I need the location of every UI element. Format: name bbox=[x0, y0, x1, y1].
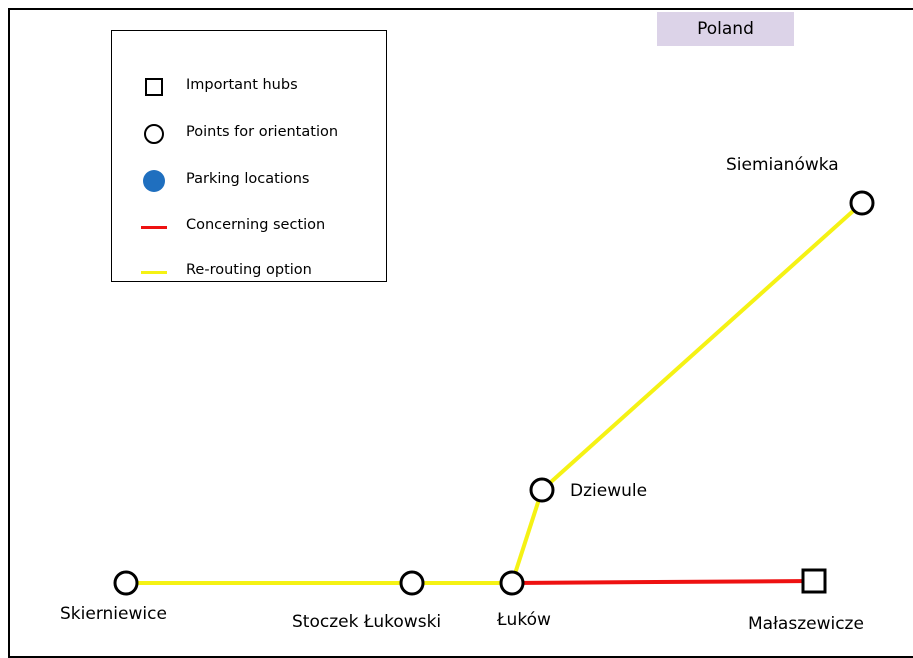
legend-label: Important hubs bbox=[186, 77, 298, 93]
legend-label: Parking locations bbox=[186, 171, 310, 187]
concerning-line-icon bbox=[140, 215, 168, 239]
country-label: Poland bbox=[657, 12, 794, 46]
route-re-routing-lukow-dziewule bbox=[510, 489, 544, 584]
hub-square-icon bbox=[140, 75, 168, 99]
legend-item-concerning: Concerning section bbox=[112, 215, 386, 239]
legend-item-parking: Parking locations bbox=[112, 169, 386, 193]
legend-label: Re-routing option bbox=[186, 262, 312, 278]
station-circle-icon-dziewule bbox=[529, 477, 555, 503]
station-label-skierniewice: Skierniewice bbox=[60, 604, 167, 624]
legend-label: Concerning section bbox=[186, 217, 326, 233]
station-circle-icon-stoczek bbox=[399, 570, 425, 596]
rerouting-line-icon bbox=[140, 260, 168, 284]
station-label-siemianowka: Siemianówka bbox=[726, 155, 839, 175]
station-label-malaszewicze: Małaszewicze bbox=[748, 614, 864, 634]
legend: Important hubs Points for orientation Pa… bbox=[111, 30, 387, 282]
route-re-routing-dziewule-siemianowka bbox=[540, 201, 864, 492]
route-concerning-lukow-malaszewicze bbox=[511, 579, 815, 585]
station-circle-icon-skierniewice bbox=[113, 570, 139, 596]
legend-item-hubs: Important hubs bbox=[112, 75, 386, 99]
station-circle-icon-lukow bbox=[499, 570, 525, 596]
rail-diagram bbox=[113, 190, 875, 596]
legend-label: Points for orientation bbox=[186, 124, 339, 140]
station-label-dziewule: Dziewule bbox=[570, 481, 648, 501]
legend-item-rerouting: Re-routing option bbox=[112, 260, 386, 284]
hub-square-icon-malaszewicze bbox=[801, 568, 827, 594]
legend-item-points: Points for orientation bbox=[112, 122, 386, 146]
parking-dot-icon bbox=[140, 169, 168, 193]
station-label-stoczek: Stoczek Łukowski bbox=[292, 612, 442, 632]
station-label-lukow: Łuków bbox=[497, 610, 551, 630]
station-circle-icon-siemianowka bbox=[849, 190, 875, 216]
point-circle-icon bbox=[140, 122, 168, 146]
